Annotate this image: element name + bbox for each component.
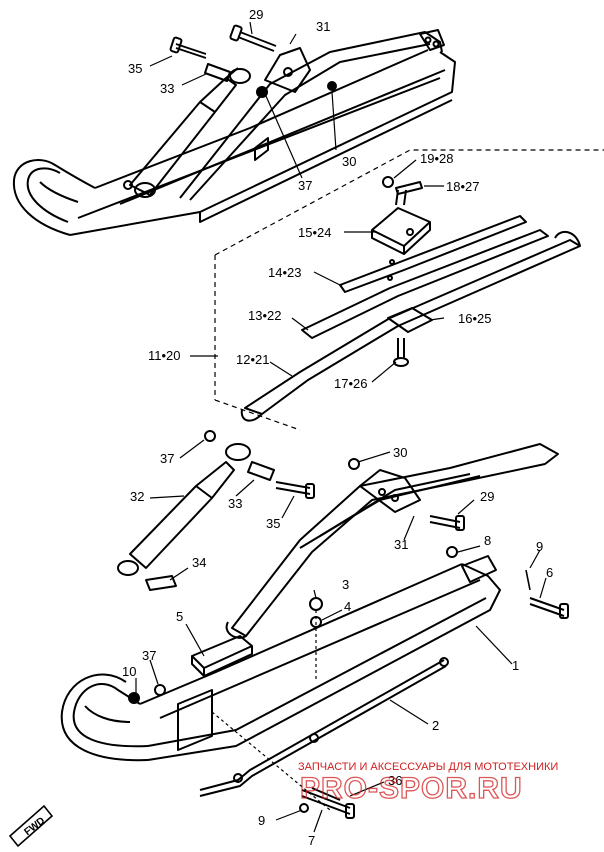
- callout-34: 34: [192, 555, 206, 570]
- callout-33b: 33: [228, 496, 242, 511]
- callout-33: 33: [160, 81, 174, 96]
- callout-5: 5: [176, 609, 183, 624]
- callout-36: 36: [388, 773, 402, 788]
- spring-leaders: [190, 159, 445, 383]
- callout-6: 6: [546, 565, 553, 580]
- callout-12-21: 12•21: [236, 352, 269, 367]
- callout-35: 35: [128, 61, 142, 76]
- callout-2: 2: [432, 718, 439, 733]
- callout-37b: 37: [160, 451, 174, 466]
- callout-15-24: 15•24: [298, 225, 331, 240]
- callout-32: 32: [130, 489, 144, 504]
- callout-19-28: 19•28: [420, 151, 453, 166]
- callout-18-27: 18•27: [446, 179, 479, 194]
- callout-3: 3: [342, 577, 349, 592]
- top-leaders: [149, 21, 337, 179]
- callout-10: 10: [122, 664, 136, 679]
- bottom-leaders: [135, 439, 547, 833]
- callout-37c: 37: [142, 648, 156, 663]
- callout-17-26: 17•26: [334, 376, 367, 391]
- callout-13-22: 13•22: [248, 308, 281, 323]
- callout-14-23: 14•23: [268, 265, 301, 280]
- callout-16-25: 16•25: [458, 311, 491, 326]
- callout-7: 7: [308, 833, 315, 848]
- callout-30: 30: [342, 154, 356, 169]
- callout-30b: 30: [393, 445, 407, 460]
- spring-group-outline: [214, 149, 604, 431]
- callout-35b: 35: [266, 516, 280, 531]
- watermark-logo: PRO-SPOR.RU: [300, 772, 523, 805]
- callout-9-bottom: 9: [258, 813, 265, 828]
- callout-29: 29: [249, 7, 263, 22]
- callout-4: 4: [344, 599, 351, 614]
- callout-9-top: 9: [536, 539, 543, 554]
- bottom-ski-assembly: [60, 430, 569, 819]
- callout-31b: 31: [394, 537, 408, 552]
- callout-31: 31: [316, 19, 330, 34]
- watermark-caption: ЗАПЧАСТИ И АКСЕССУАРЫ ДЛЯ МОТОТЕХНИКИ: [298, 761, 558, 773]
- leaf-spring-exploded: [240, 176, 581, 422]
- callout-1: 1: [512, 658, 519, 673]
- callout-labels: 29 31 35 33 30 37 19•28 18•27 15•24 14•2…: [122, 7, 553, 848]
- watermark: ЗАПЧАСТИ И АКСЕССУАРЫ ДЛЯ МОТОТЕХНИКИ PR…: [298, 761, 558, 806]
- callout-29b: 29: [480, 489, 494, 504]
- callout-8: 8: [484, 533, 491, 548]
- callout-11-20: 11•20: [148, 348, 181, 363]
- callout-37: 37: [298, 178, 312, 193]
- top-ski-assembly: [12, 24, 456, 236]
